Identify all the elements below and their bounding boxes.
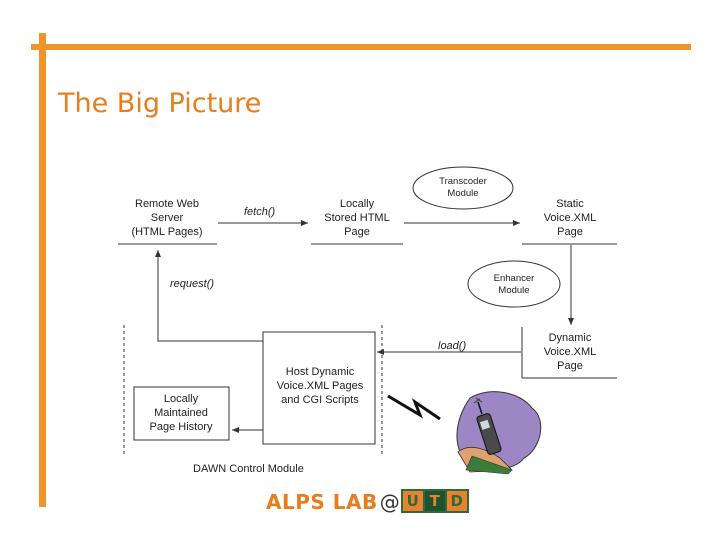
svg-text:Page: Page [344,226,370,238]
svg-text:Voice.XML: Voice.XML [544,212,597,224]
node-host-dynamic-line: and CGI Scripts [281,394,359,406]
svg-text:Dynamic: Dynamic [549,332,592,344]
dawn-control-module-label: DAWN Control Module [193,463,304,475]
node-locally-stored-html-page: Locally Stored HTML Page [311,198,403,245]
node-static-voicexml-line: Voice.XML [544,212,597,224]
svg-text:Locally: Locally [340,198,375,210]
node-dynamic-voicexml-page: Dynamic Voice.XML Page [521,327,617,379]
svg-text:Module: Module [447,188,478,199]
node-static-voicexml-page: Static Voice.XML Page [522,198,617,245]
node-static-voicexml-line: Page [557,226,583,238]
svg-text:Voice.XML: Voice.XML [544,346,597,358]
node-host-dynamic: Host Dynamic Voice.XML Pages and CGI Scr… [262,331,376,445]
edge-request-arrow [155,250,263,342]
alps-lab-text: ALPS LAB [266,490,378,514]
svg-text:Maintained: Maintained [154,407,208,419]
node-transcoder-line: Module [447,188,478,199]
node-page-history-line: Page History [150,421,213,433]
svg-text:Page History: Page History [150,421,213,433]
svg-text:Stored HTML: Stored HTML [324,212,389,224]
node-host-dynamic-line: Host Dynamic [286,366,355,378]
edge-fetch-label: fetch() [244,206,276,218]
utd-letter: D [446,491,467,511]
svg-text:Static: Static [556,198,584,210]
node-static-voicexml-line: Static [556,198,584,210]
slide-title: The Big Picture [58,88,262,119]
mobile-phone-user-icon [456,391,542,475]
svg-text:Page: Page [557,360,583,372]
node-locally-stored-html-line: Stored HTML [324,212,389,224]
svg-text:Remote Web: Remote Web [135,198,199,210]
node-enhancer-module: Enhancer Module [467,260,561,308]
utd-logo: U T D [400,489,469,513]
node-locally-stored-html-line: Page [344,226,370,238]
node-transcoder-line: Transcoder [439,176,487,187]
node-remote-web-server-line: Server [151,212,184,224]
node-remote-web-server: Remote Web Server (HTML Pages) [118,198,217,245]
utd-letter: T [424,491,445,511]
node-page-history: Locally Maintained Page History [133,386,230,441]
footer-logo: ALPS LAB @ U T D [266,487,469,517]
node-dynamic-voicexml-line: Page [557,360,583,372]
dawn-control-module-container: DAWN Control Module [123,325,383,475]
node-dynamic-voicexml-line: Dynamic [549,332,592,344]
node-enhancer-line: Module [498,285,529,296]
node-enhancer-line: Enhancer [494,273,535,284]
wireless-link-bolt-icon [387,394,441,421]
svg-text:and CGI Scripts: and CGI Scripts [281,394,359,406]
svg-text:Enhancer: Enhancer [494,273,535,284]
edge-load-label: load() [438,340,466,352]
node-transcoder-module: Transcoder Module [412,166,514,210]
at-sign: @ [379,490,400,514]
svg-text:Server: Server [151,212,184,224]
utd-letter: U [402,491,423,511]
svg-text:Voice.XML Pages: Voice.XML Pages [277,380,364,392]
node-page-history-line: Maintained [154,407,208,419]
accent-bar-vertical [39,33,46,507]
svg-text:Locally: Locally [164,393,199,405]
svg-text:Transcoder: Transcoder [439,176,487,187]
node-dynamic-voicexml-line: Voice.XML [544,346,597,358]
svg-text:(HTML Pages): (HTML Pages) [131,226,202,238]
svg-text:Host Dynamic: Host Dynamic [286,366,355,378]
node-locally-stored-html-line: Locally [340,198,375,210]
svg-text:Page: Page [557,226,583,238]
node-host-dynamic-line: Voice.XML Pages [277,380,364,392]
node-remote-web-server-line: Remote Web [135,198,199,210]
node-page-history-line: Locally [164,393,199,405]
node-remote-web-server-line: (HTML Pages) [131,226,202,238]
accent-bar-horizontal [31,44,691,50]
edge-request-label: request() [170,278,214,290]
svg-text:Module: Module [498,285,529,296]
